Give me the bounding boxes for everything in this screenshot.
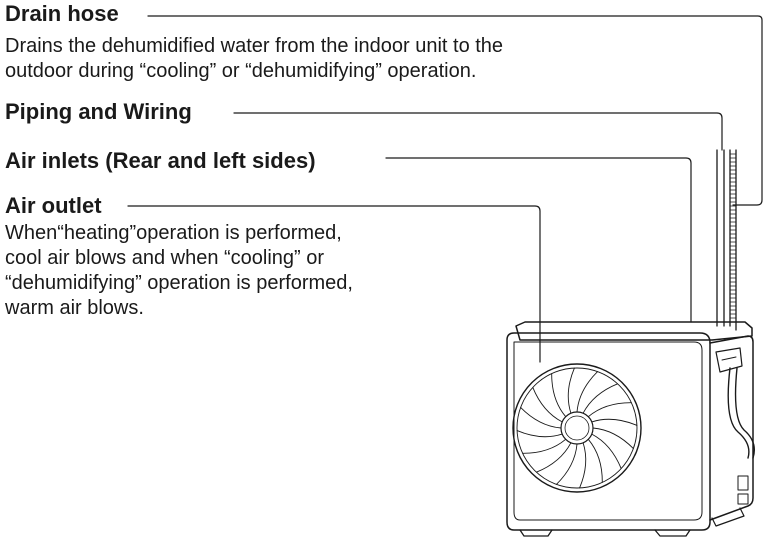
piping-and-drain-hose [716, 149, 737, 331]
leader-piping-wiring [233, 112, 723, 151]
fan-blade [587, 438, 603, 483]
fan-blade [576, 371, 599, 413]
piping-and-wiring-label: Piping and Wiring [5, 99, 192, 124]
description-line: cool air blows and when “cooling” or [5, 247, 325, 269]
fan-blade [551, 373, 567, 418]
leader-air-inlets [385, 157, 692, 323]
fan-blade [555, 443, 578, 485]
description-line: Drains the dehumidified water from the i… [5, 35, 504, 57]
unit-body [506, 321, 756, 537]
fan-blade [587, 402, 632, 418]
drain-hose-description: Drains the dehumidified water from the i… [5, 34, 503, 84]
fan-blade [516, 430, 563, 438]
leader-drain-hose [147, 15, 763, 206]
leader-lines [127, 15, 763, 363]
fan-blade [522, 438, 567, 454]
drain-hose-label: Drain hose [5, 1, 119, 26]
description-line: outdoor during “cooling” or “dehumidifyi… [5, 60, 477, 82]
description-line: warm air blows. [5, 297, 144, 319]
fan-blades [516, 367, 638, 489]
fan-blade [532, 386, 563, 423]
description-line: When“heating”operation is performed, [5, 222, 342, 244]
fan-blade [579, 442, 587, 489]
fan-blade [520, 406, 562, 429]
leader-air-outlet [127, 205, 541, 363]
air-outlet-description: When“heating”operation is performed, coo… [5, 221, 353, 321]
drain-hose-ribs [729, 153, 737, 323]
air-inlets-label: Air inlets (Rear and left sides) [5, 148, 316, 173]
fan-blade [567, 367, 575, 414]
fan-grille [512, 363, 642, 493]
description-line: “dehumidifying” operation is performed, [5, 272, 353, 294]
fan-blade [592, 427, 634, 450]
fan-blade [582, 383, 619, 414]
air-outlet-label: Air outlet [5, 193, 102, 218]
fan-blade [591, 433, 622, 470]
fan-blade [591, 418, 638, 426]
fan-blade [535, 442, 572, 473]
